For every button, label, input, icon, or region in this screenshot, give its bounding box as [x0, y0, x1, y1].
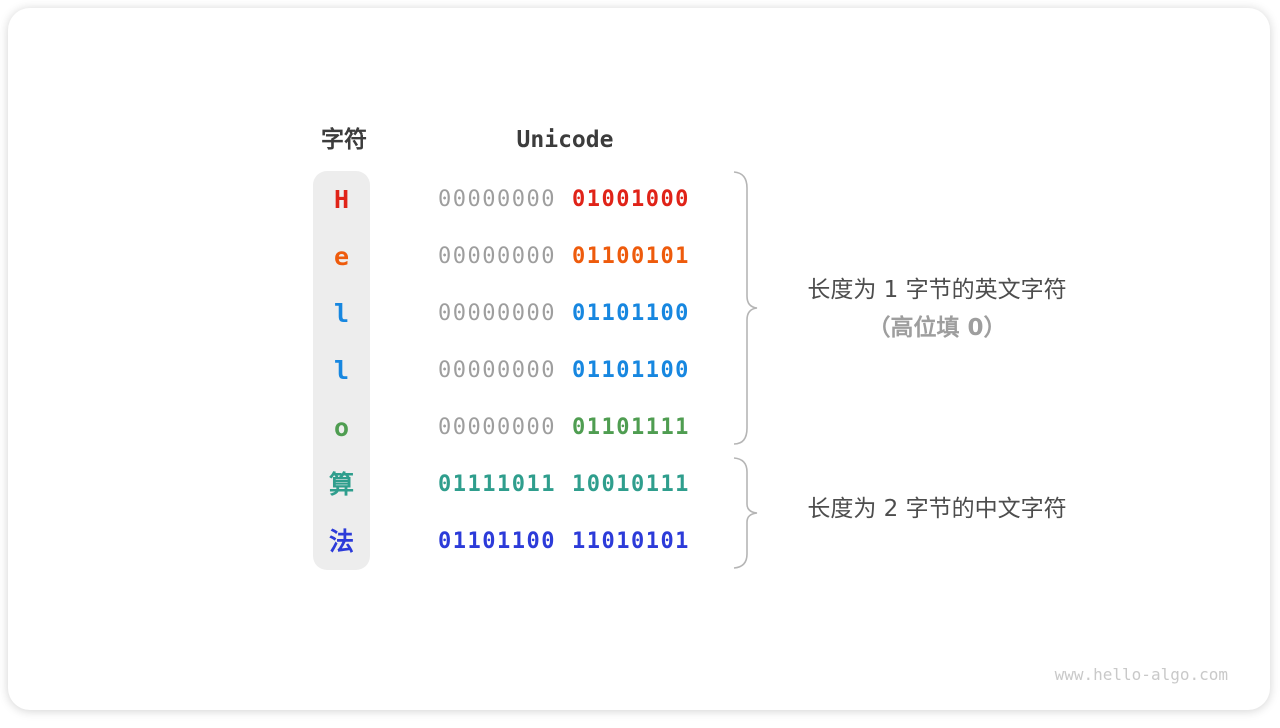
figure-card: 字符 Unicode H 00000000 01001000 e 0000000…: [8, 8, 1270, 710]
char-cell: H: [333, 185, 350, 214]
table-row: l 00000000 01101100: [8, 285, 1280, 342]
byte1: 00000000: [438, 358, 556, 383]
byte1: 01111011: [438, 472, 556, 497]
table-row: o 00000000 01101111: [8, 399, 1280, 456]
char-cell: l: [333, 299, 350, 328]
char-column-background: [313, 171, 370, 570]
unicode-bytes: 00000000 01101100: [438, 285, 690, 342]
char-cell: l: [333, 356, 350, 385]
byte1: 00000000: [438, 187, 556, 212]
annotation-ascii-line2: （高位填 0）: [867, 315, 1007, 341]
byte2: 01101100: [571, 358, 690, 383]
table-row: l 00000000 01101100: [8, 342, 1280, 399]
table-row: 法 01101100 11010101: [8, 513, 1280, 570]
unicode-bytes: 00000000 01001000: [438, 171, 690, 228]
unicode-bytes: 01111011 10010111: [438, 456, 690, 513]
byte2: 01101111: [571, 415, 690, 440]
table-row: e 00000000 01100101: [8, 228, 1280, 285]
rows: H 00000000 01001000 e 00000000 01100101 …: [8, 171, 1280, 570]
byte2: 01001000: [571, 187, 690, 212]
byte2: 01100101: [571, 244, 690, 269]
char-cell: 算: [328, 470, 354, 499]
byte1: 00000000: [438, 415, 556, 440]
annotation-ascii: 长度为 1 字节的英文字符 （高位填 0）: [787, 274, 1087, 344]
byte1: 00000000: [438, 301, 556, 326]
byte1: 00000000: [438, 244, 556, 269]
unicode-bytes: 00000000 01101111: [438, 399, 690, 456]
unicode-bytes: 00000000 01100101: [438, 228, 690, 285]
annotation-chinese-line1: 长度为 2 字节的中文字符: [807, 496, 1067, 522]
watermark-url: www.hello-algo.com: [1054, 665, 1228, 684]
byte2: 01101100: [571, 301, 690, 326]
column-header-unicode: Unicode: [516, 127, 614, 153]
table-row: 算 01111011 10010111: [8, 456, 1280, 513]
unicode-bytes: 01101100 11010101: [438, 513, 690, 570]
byte2: 11010101: [571, 529, 690, 554]
byte1: 01101100: [438, 529, 556, 554]
annotation-chinese: 长度为 2 字节的中文字符: [787, 493, 1087, 525]
annotation-ascii-line1: 长度为 1 字节的英文字符: [807, 277, 1067, 303]
char-cell: e: [333, 242, 350, 271]
char-cell: 法: [328, 527, 354, 556]
char-cell: o: [333, 413, 350, 442]
byte2: 10010111: [571, 472, 690, 497]
table-row: H 00000000 01001000: [8, 171, 1280, 228]
column-header-char: 字符: [321, 127, 367, 153]
unicode-bytes: 00000000 01101100: [438, 342, 690, 399]
